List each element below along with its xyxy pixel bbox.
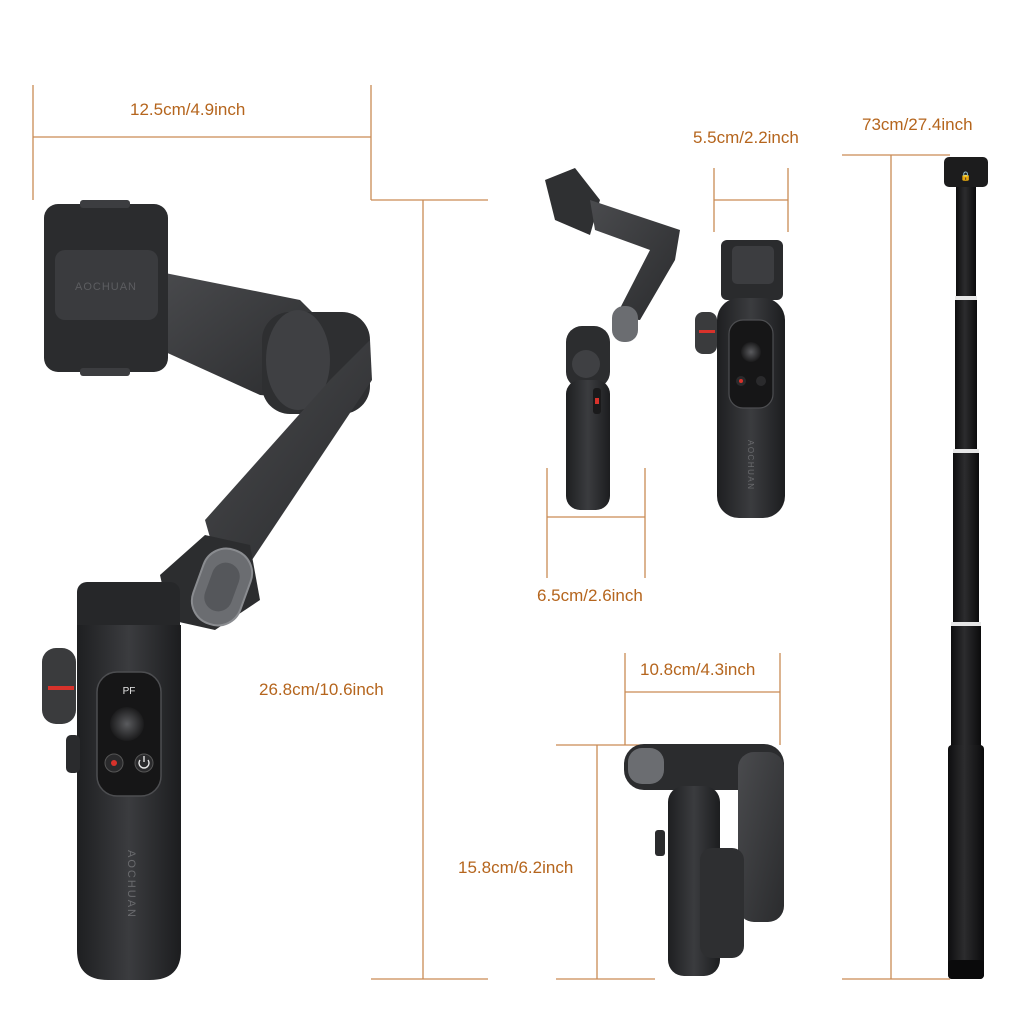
gimbal-back-view: AOCHUAN (695, 240, 785, 518)
gimbal-unfolded: PF AOCHUAN AOCHUAN (42, 200, 372, 980)
brand-logo-clamp: AOCHUAN (75, 281, 137, 293)
dimension-depth-folded: 6.5cm/2.6inch (537, 586, 643, 605)
dimension-width-folded: 10.8cm/4.3inch (640, 660, 756, 679)
brand-logo-back: AOCHUAN (746, 440, 755, 491)
dimension-grip-width: 5.5cm/2.2inch (693, 128, 799, 147)
dimension-lines (32, 85, 950, 980)
gimbal-side-view (545, 168, 680, 510)
record-icon (111, 760, 117, 766)
dimension-width-unfolded: 12.5cm/4.9inch (130, 100, 246, 119)
dimension-height-folded: 15.8cm/6.2inch (458, 858, 574, 877)
lock-icon: 🔒 (960, 171, 971, 182)
dimension-rod-length: 73cm/27.4inch (862, 115, 973, 134)
brand-logo-handle: AOCHUAN (125, 850, 137, 919)
joystick-icon[interactable] (110, 707, 144, 741)
extension-rod: 🔒 (944, 157, 988, 979)
side-switch[interactable] (66, 735, 80, 773)
panel-label: PF (123, 686, 136, 697)
dimension-height-unfolded: 26.8cm/10.6inch (259, 680, 384, 699)
power-button[interactable] (134, 753, 154, 773)
gimbal-folded (624, 744, 784, 976)
power-icon (138, 756, 150, 769)
